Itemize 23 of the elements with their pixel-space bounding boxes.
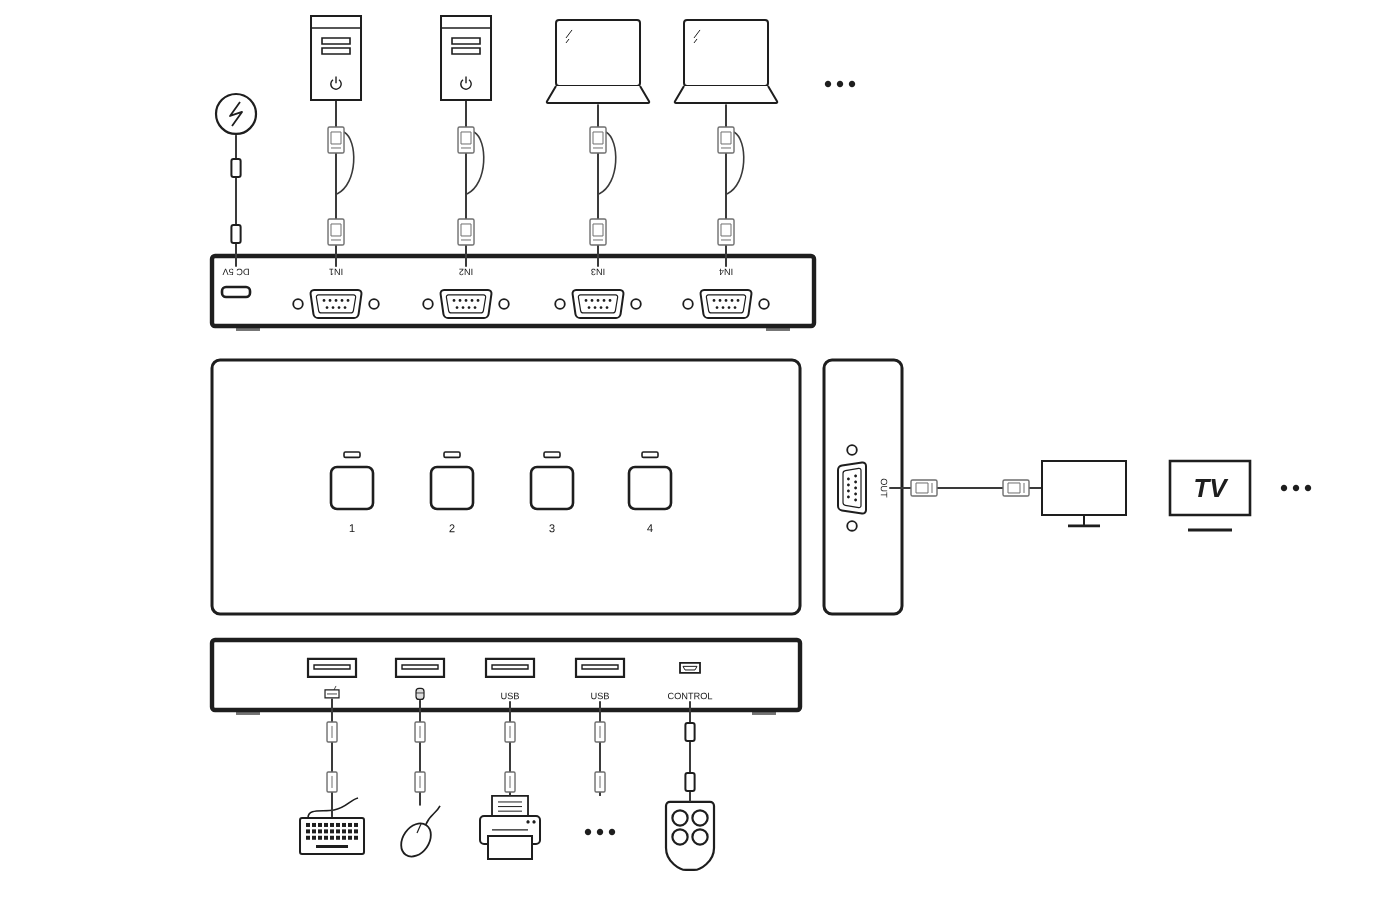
cable — [235, 134, 237, 268]
laptop — [673, 19, 779, 104]
computer-tower — [440, 15, 492, 101]
keyboard — [299, 797, 365, 855]
cable — [689, 700, 691, 803]
cable — [335, 100, 337, 268]
front-panel — [210, 358, 802, 616]
keyboard-icon — [324, 685, 340, 699]
mouse — [400, 805, 441, 858]
bottom-panel — [209, 637, 803, 715]
cable — [888, 486, 1042, 489]
mouse-icon — [415, 687, 425, 701]
tv-screen: TV — [1168, 459, 1252, 532]
side-panel — [822, 358, 904, 616]
remote-control — [664, 800, 716, 872]
power-icon — [214, 92, 258, 136]
computer-tower — [310, 15, 362, 101]
laptop — [545, 19, 651, 104]
cable — [725, 103, 727, 268]
monitor — [1041, 459, 1127, 528]
printer — [479, 795, 541, 860]
cable — [465, 100, 467, 268]
cable — [597, 103, 599, 268]
